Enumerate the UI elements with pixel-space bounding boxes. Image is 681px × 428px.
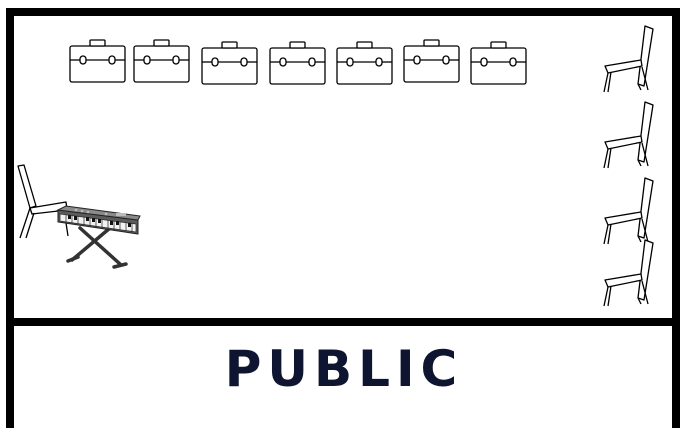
- audience-area: [6, 322, 680, 428]
- flight-case-icon: [269, 41, 326, 85]
- chairs-right: [603, 25, 654, 307]
- flight-cases: [69, 39, 527, 85]
- chair-icon: [603, 25, 654, 93]
- chair-icon: [603, 177, 654, 245]
- keyboard-on-stand-icon: [56, 205, 141, 269]
- chair-icon: [603, 101, 654, 169]
- flight-case-icon: [403, 39, 460, 83]
- chair-icon: [603, 239, 654, 307]
- audience-label: PUBLIC: [224, 340, 464, 398]
- flight-case-icon: [336, 41, 393, 85]
- flight-case-icon: [69, 39, 126, 83]
- flight-case-icon: [470, 41, 527, 85]
- flight-case-icon: [201, 41, 258, 85]
- flight-case-icon: [133, 39, 190, 83]
